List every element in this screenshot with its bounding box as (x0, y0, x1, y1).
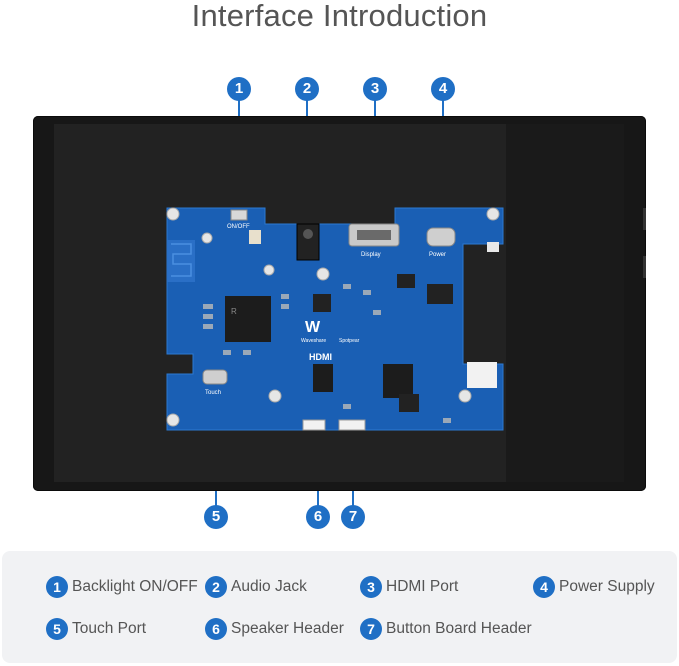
legend-label: HDMI Port (386, 578, 458, 596)
power-port (427, 228, 455, 246)
callout-badge-1: 1 (227, 77, 251, 101)
main-chip-logo: R (231, 307, 237, 316)
smd-part (443, 418, 451, 423)
main-chip (225, 296, 271, 342)
brand-name: Waveshare (301, 338, 326, 344)
smd-part (363, 290, 371, 295)
display-label: Display (361, 252, 381, 258)
smd-part (243, 350, 251, 355)
smd-part (203, 324, 213, 329)
legend-label: Backlight ON/OFF (72, 578, 198, 596)
smd-part (203, 314, 213, 319)
button-board-header (339, 420, 365, 430)
smd-part (343, 284, 351, 289)
connector (467, 362, 497, 388)
chip (383, 364, 413, 398)
legend-item-touch: 5 Touch Port (46, 618, 146, 640)
mount-hole (317, 268, 329, 280)
legend-label: Speaker Header (231, 620, 344, 638)
connector (487, 242, 499, 252)
callout-badge-2: 2 (295, 77, 319, 101)
mount-hole (459, 390, 471, 402)
onoff-label: ON/OFF (227, 224, 250, 230)
callout-badge-3: 3 (363, 77, 387, 101)
smd-part (281, 304, 289, 309)
legend-number: 6 (205, 618, 227, 640)
smd-part (343, 404, 351, 409)
connector (249, 230, 261, 244)
legend-item-button-board: 7 Button Board Header (360, 618, 532, 640)
mount-hole (264, 265, 274, 275)
brand-logo: W (305, 319, 321, 336)
hdmi-logo: HDMI (309, 352, 332, 362)
speaker-header (303, 420, 325, 430)
legend-number: 5 (46, 618, 68, 640)
audio-jack-hole (303, 229, 313, 239)
driver-board: ON/OFF Display Power R (163, 204, 507, 434)
power-label: Power (429, 252, 446, 258)
legend-label: Button Board Header (386, 620, 532, 638)
callout-badge-6: 6 (306, 505, 330, 529)
legend-item-backlight: 1 Backlight ON/OFF (46, 576, 198, 598)
side-button-slot (643, 208, 646, 230)
driver-board-graphic: ON/OFF Display Power R (163, 204, 507, 434)
chip (313, 364, 333, 392)
smd-part (373, 310, 381, 315)
chip (427, 284, 453, 304)
legend-label: Touch Port (72, 620, 146, 638)
legend-number: 2 (205, 576, 227, 598)
legend-label: Power Supply (559, 578, 655, 596)
callout-badge-4: 4 (431, 77, 455, 101)
brand-name: Spotpear (339, 338, 360, 344)
chip (313, 294, 331, 312)
legend-number: 1 (46, 576, 68, 598)
legend-number: 3 (360, 576, 382, 598)
legend-item-power: 4 Power Supply (533, 576, 655, 598)
chip (397, 274, 415, 288)
smd-part (203, 304, 213, 309)
touch-port (203, 370, 227, 384)
legend-number: 7 (360, 618, 382, 640)
smd-part (223, 350, 231, 355)
legend-item-audio: 2 Audio Jack (205, 576, 307, 598)
smd-part (281, 294, 289, 299)
side-button-slot (643, 256, 646, 278)
page-title: Interface Introduction (0, 0, 679, 32)
hdmi-port-inner (357, 230, 391, 240)
legend-item-hdmi: 3 HDMI Port (360, 576, 458, 598)
mount-hole (167, 414, 179, 426)
callout-badge-7: 7 (341, 505, 365, 529)
mount-hole (167, 208, 179, 220)
callout-badge-5: 5 (204, 505, 228, 529)
mount-hole (269, 390, 281, 402)
lcd-back-panel-shade (506, 124, 624, 482)
legend-number: 4 (533, 576, 555, 598)
legend-label: Audio Jack (231, 578, 307, 596)
legend-panel: 1 Backlight ON/OFF 2 Audio Jack 3 HDMI P… (2, 551, 677, 663)
mount-hole (202, 233, 212, 243)
touch-label: Touch (205, 390, 221, 396)
legend-item-speaker: 6 Speaker Header (205, 618, 344, 640)
backlight-switch (231, 210, 247, 220)
chip (399, 394, 419, 412)
mount-hole (487, 208, 499, 220)
